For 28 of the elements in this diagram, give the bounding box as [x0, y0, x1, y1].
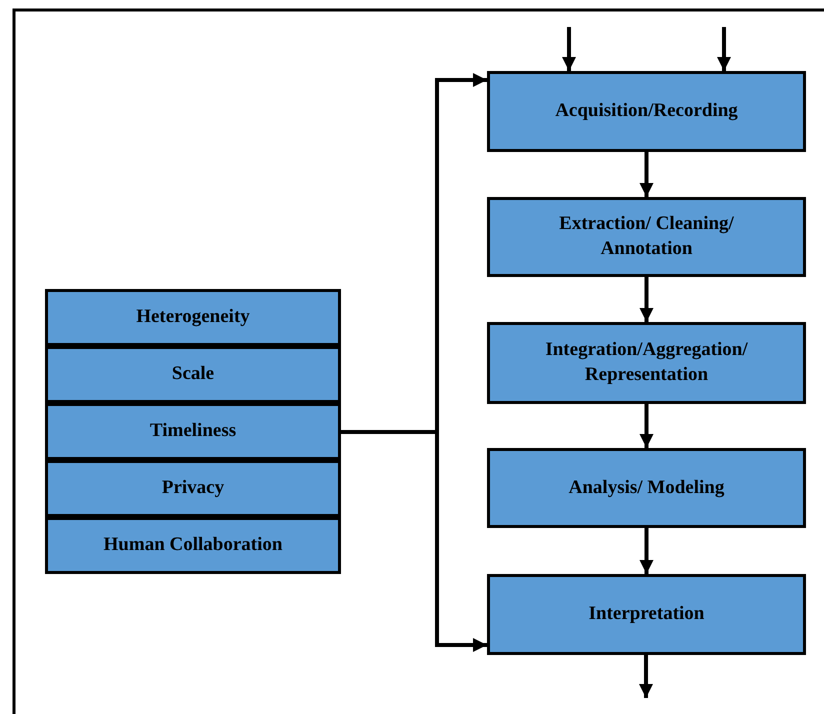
box-label: Extraction/ Cleaning/ Annotation [558, 212, 735, 261]
arrow [717, 27, 731, 71]
process-box [45, 346, 341, 403]
arrow [341, 430, 487, 652]
arrow [640, 528, 654, 574]
arrow [562, 27, 576, 71]
box-label: Heterogeneity [136, 305, 250, 330]
arrow [640, 277, 654, 322]
process-box [487, 322, 806, 404]
box-label: Analysis/ Modeling [568, 476, 724, 500]
process-box [45, 403, 341, 460]
box-label: Human Collaboration [104, 533, 282, 558]
box-label: Scale [172, 362, 214, 386]
box-label: Integration/Aggregation/ Representation [544, 338, 749, 387]
process-box [45, 460, 341, 517]
arrow [640, 404, 654, 448]
box-label: Acquisition/Recording [555, 99, 738, 124]
process-box [45, 289, 341, 346]
process-box [487, 448, 806, 528]
process-box [487, 574, 806, 655]
box-label: Interpretation [588, 602, 704, 626]
process-box [487, 197, 806, 277]
box-label: Timeliness [150, 419, 236, 444]
arrow [639, 655, 653, 698]
box-label: Privacy [162, 476, 224, 500]
process-box [487, 71, 806, 152]
process-box [45, 517, 341, 574]
arrow [640, 152, 654, 197]
